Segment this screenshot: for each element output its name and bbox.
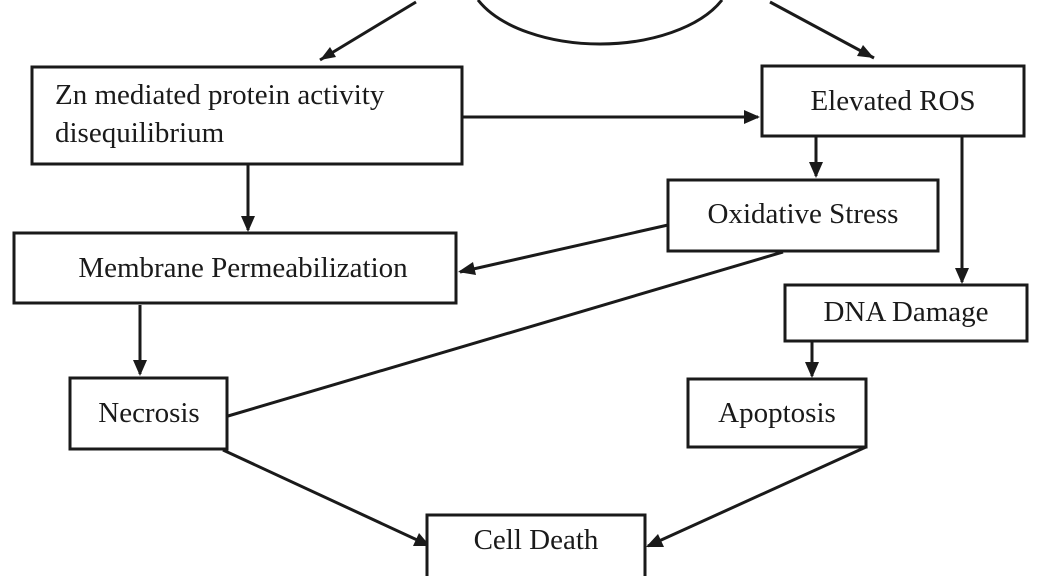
- arrowhead-circle-to-zn: [320, 47, 336, 60]
- edge-apoptosis-to-celldeath: [647, 445, 867, 548]
- node-label-line-1: Zn mediated protein activity: [55, 79, 385, 111]
- node-apoptosis: Apoptosis: [686, 377, 868, 449]
- node-box: [425, 513, 647, 576]
- edge-oxidative-to-membrane: [459, 223, 669, 274]
- node-oxidative-stress: Oxidative Stress: [666, 178, 940, 253]
- node-box: [760, 64, 1026, 138]
- edge-oxidative-to-necrosis: [227, 250, 784, 418]
- arrowhead-dna-to-apoptosis: [805, 362, 819, 378]
- node-membrane-permeabilization: Membrane Permeabilization: [12, 231, 458, 305]
- edges: [133, 0, 969, 548]
- node-cell-death: Cell Death: [425, 513, 647, 576]
- node-label: Apoptosis: [718, 397, 836, 429]
- node-box: [30, 65, 464, 166]
- node-label-line-2: disequilibrium: [55, 117, 225, 149]
- arrowhead-ros-to-oxidative: [809, 162, 823, 178]
- node-zn-mediated: Zn mediated protein activity disequilibr…: [30, 65, 464, 166]
- arrowhead-apoptosis-to-celldeath: [646, 534, 664, 547]
- arrowhead-circle-to-ros: [857, 45, 874, 58]
- node-label: Necrosis: [98, 397, 199, 429]
- source-circle: [476, 0, 724, 46]
- node-label: Cell Death: [474, 524, 599, 556]
- node-box: [68, 376, 229, 451]
- node-label: Oxidative Stress: [708, 198, 899, 230]
- edge-circle-to-zn: [319, 0, 417, 62]
- node-box: [666, 178, 940, 253]
- node-label: Elevated ROS: [810, 85, 975, 117]
- arrowhead-membrane-to-necrosis: [133, 360, 147, 376]
- arrowhead-oxidative-to-membrane: [458, 262, 476, 275]
- arrowhead-ros-to-dna: [955, 268, 969, 284]
- node-elevated-ros: Elevated ROS: [760, 64, 1026, 138]
- node-box: [783, 283, 1029, 343]
- node-necrosis: Necrosis: [68, 376, 229, 451]
- node-box: [686, 377, 868, 449]
- arrowhead-zn-to-ros: [744, 110, 760, 124]
- node-label: DNA Damage: [823, 296, 988, 328]
- edge-circle-to-ros: [769, 0, 875, 60]
- node-dna-damage: DNA Damage: [783, 283, 1029, 343]
- arrowhead-zn-to-membrane: [241, 216, 255, 232]
- node-box: [12, 231, 458, 305]
- node-label: Membrane Permeabilization: [78, 252, 408, 284]
- edge-necrosis-to-celldeath: [222, 448, 429, 547]
